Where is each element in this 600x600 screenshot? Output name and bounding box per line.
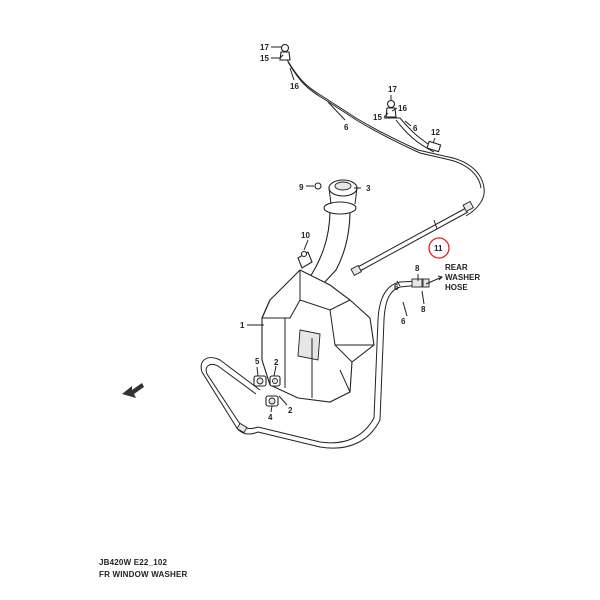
rear-hose-pointer bbox=[425, 275, 443, 285]
leader-lines bbox=[247, 46, 438, 413]
pump-5 bbox=[253, 375, 267, 387]
callout-15-second: 15 bbox=[373, 113, 382, 122]
callout-16-second: 16 bbox=[398, 104, 407, 113]
rear-hose-line bbox=[350, 200, 475, 277]
reservoir-tank bbox=[261, 269, 375, 403]
front-direction-arrow bbox=[122, 383, 144, 398]
callout-8-upper: 8 bbox=[415, 264, 420, 273]
callout-4: 4 bbox=[268, 413, 273, 422]
callouts: 17 15 16 6 17 16 15 6 12 9 3 10 11 8 6 8… bbox=[240, 43, 480, 422]
callout-2-lower: 2 bbox=[288, 406, 293, 415]
callout-6-second: 6 bbox=[413, 124, 418, 133]
callout-12: 12 bbox=[431, 128, 440, 137]
callout-1: 1 bbox=[240, 321, 245, 330]
callout-17-upper: 17 bbox=[260, 43, 269, 52]
callout-3: 3 bbox=[366, 184, 371, 193]
upper-hose bbox=[285, 57, 485, 217]
highlight-circle bbox=[428, 237, 450, 259]
rear-washer-hose-label-line1: REAR bbox=[445, 263, 468, 272]
rear-washer-hose-label-line2: WASHER bbox=[445, 273, 480, 282]
callout-16-upper: 16 bbox=[290, 82, 299, 91]
callout-11: 11 bbox=[434, 244, 443, 253]
callout-15-upper: 15 bbox=[260, 54, 269, 63]
callout-6-upper: 6 bbox=[344, 123, 349, 132]
callout-10: 10 bbox=[301, 231, 310, 240]
grommets-2 bbox=[269, 375, 281, 387]
diagram-title: FR WINDOW WASHER bbox=[99, 570, 188, 579]
rear-washer-hose-label-line3: HOSE bbox=[445, 283, 468, 292]
callout-6-lower: 6 bbox=[401, 317, 406, 326]
callout-8-lower: 8 bbox=[421, 305, 426, 314]
pump-4 bbox=[265, 395, 279, 407]
callout-2-upper: 2 bbox=[274, 358, 279, 367]
diagram-code: JB420W E22_102 bbox=[99, 558, 168, 567]
lower-hose-loop bbox=[200, 278, 430, 449]
callout-5: 5 bbox=[255, 357, 260, 366]
joint-12 bbox=[426, 140, 442, 153]
callout-17-second: 17 bbox=[388, 85, 397, 94]
callout-9: 9 bbox=[299, 183, 304, 192]
callout-6-right: 6 bbox=[394, 283, 399, 292]
